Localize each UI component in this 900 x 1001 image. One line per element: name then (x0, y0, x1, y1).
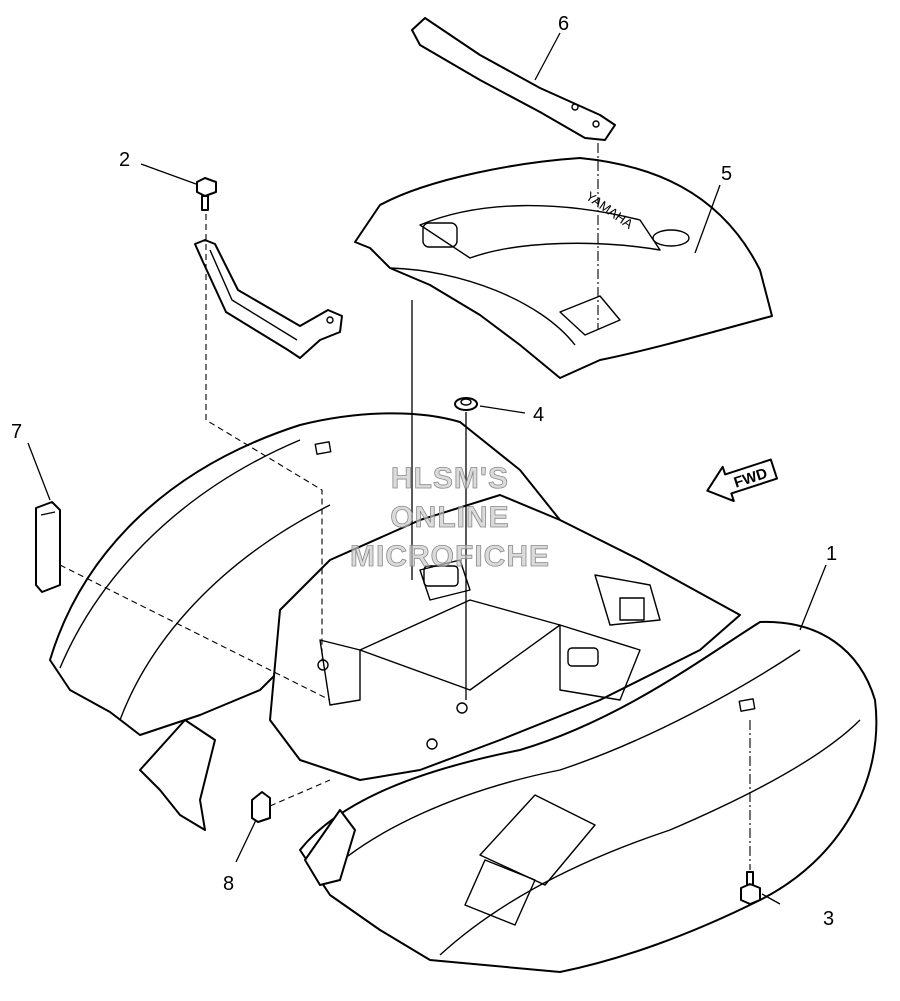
clip-part-8 (251, 791, 271, 823)
callout-8: 8 (223, 873, 234, 895)
strap-part-6 (411, 17, 616, 141)
bolt-part-3 (740, 871, 761, 905)
callout-6: 6 (558, 13, 569, 35)
forward-direction-arrow: FWD (706, 458, 778, 503)
left-arrow-icon (706, 458, 778, 503)
callout-numbers: 1 2 3 4 5 6 7 8 (11, 13, 837, 930)
leader-7 (27, 442, 51, 501)
leader-5 (694, 184, 721, 254)
callout-7: 7 (11, 421, 22, 443)
leader-2 (140, 163, 197, 185)
leader-6 (534, 32, 561, 81)
decal-part-7 (35, 501, 61, 593)
watermark-line-2: ONLINE (390, 501, 509, 534)
rear-cover-part-5: YAMAHA (354, 157, 773, 379)
callout-leaders (27, 32, 827, 905)
callout-2: 2 (119, 149, 130, 171)
grommet-part-4 (454, 397, 478, 411)
rear-fender-part-1 (49, 412, 878, 973)
leader-8 (235, 819, 257, 863)
callout-3: 3 (823, 908, 834, 930)
assembly-lines (59, 143, 751, 870)
callout-1: 1 (826, 543, 837, 565)
watermark: HLSM'S ONLINE MICROFICHE (350, 462, 550, 574)
bracket-bolt-part-2 (194, 177, 343, 359)
watermark-line-3: MICROFICHE (350, 540, 550, 573)
leader-3 (761, 893, 781, 905)
watermark-line-1: HLSM'S (391, 462, 509, 495)
callout-5: 5 (721, 163, 732, 185)
callout-4: 4 (533, 404, 544, 426)
leader-1 (799, 564, 827, 631)
leader-4 (479, 405, 526, 414)
